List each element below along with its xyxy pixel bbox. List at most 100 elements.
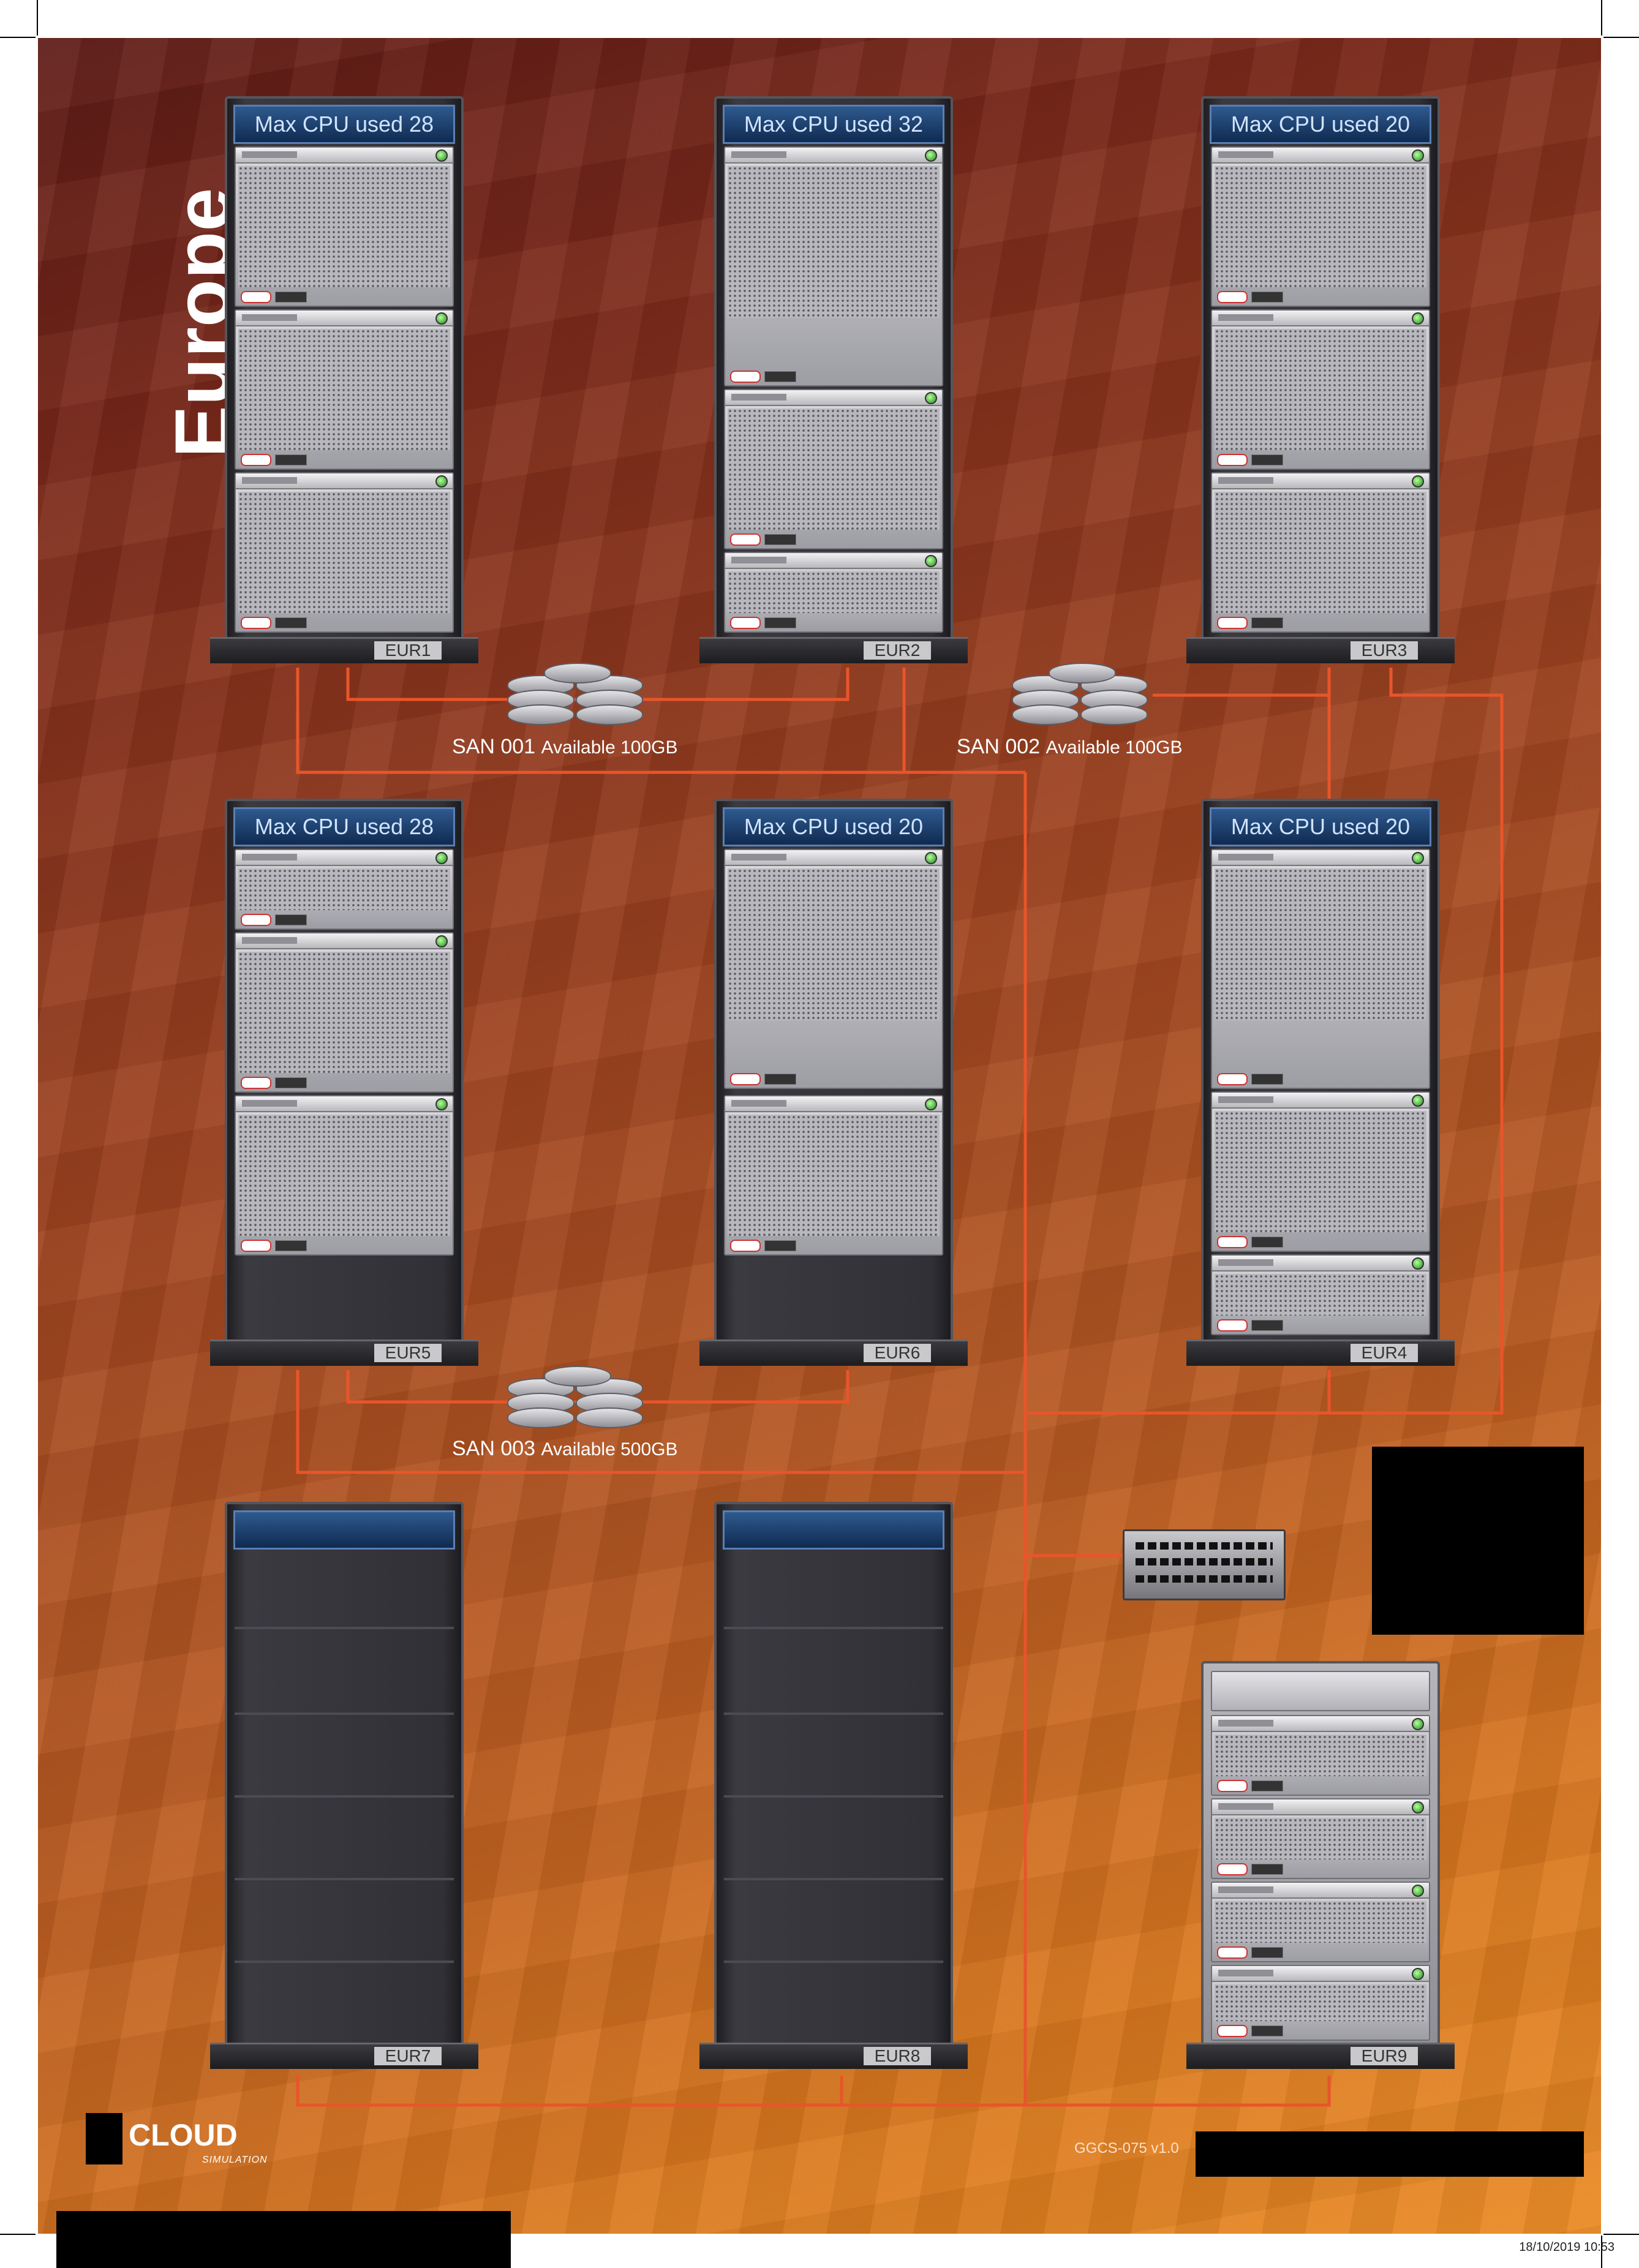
status-led-icon — [1412, 475, 1424, 488]
server-unit[interactable] — [235, 932, 454, 1093]
server-unit[interactable] — [235, 146, 454, 307]
server-unit[interactable] — [724, 146, 943, 386]
server-rack-eur1[interactable]: Max CPU used 28 EUR1 — [210, 96, 478, 663]
status-led-icon — [435, 1098, 448, 1110]
rack-label: EUR9 — [1351, 2047, 1418, 2065]
database-icon — [1080, 675, 1148, 736]
status-led-icon — [925, 555, 937, 567]
status-led-icon — [435, 149, 448, 162]
logo-word: CLOUD — [129, 2118, 238, 2152]
network-switch[interactable] — [1123, 1529, 1286, 1600]
crop-mark — [1603, 2234, 1639, 2235]
server-unit[interactable] — [1211, 1965, 1430, 2041]
san-name: SAN 002 — [957, 735, 1041, 758]
rack-label: EUR6 — [864, 1344, 931, 1362]
status-led-icon — [1412, 1718, 1424, 1730]
status-led-icon — [435, 312, 448, 325]
database-icon — [544, 663, 611, 724]
rack-cpu-banner: Max CPU used 32 — [723, 105, 944, 144]
status-led-icon — [1412, 1968, 1424, 1980]
server-unit[interactable] — [1211, 849, 1430, 1089]
status-led-icon — [1412, 312, 1424, 325]
san-label-002: SAN 002 Available 100GB — [957, 735, 1182, 759]
server-rack-eur8[interactable]: EUR8 — [699, 1502, 968, 2069]
server-unit[interactable] — [235, 309, 454, 470]
rack-label: EUR2 — [864, 641, 931, 660]
san-capacity: Available 100GB — [1046, 737, 1183, 758]
server-unit[interactable] — [724, 1095, 943, 1256]
document-code: GGCS-075 v1.0 — [1074, 2140, 1179, 2157]
server-unit[interactable] — [235, 849, 454, 930]
rack-cpu-banner: Max CPU used 20 — [1210, 105, 1431, 144]
rack-label: EUR3 — [1351, 641, 1418, 660]
server-unit[interactable] — [1211, 1671, 1430, 1711]
print-timestamp: 18/10/2019 10:53 — [1519, 2240, 1615, 2254]
status-led-icon — [925, 1098, 937, 1110]
logo-subtitle: SIMULATION — [202, 2155, 268, 2165]
status-led-icon — [435, 852, 448, 864]
san-label-003: SAN 003 Available 500GB — [452, 1437, 677, 1461]
status-led-icon — [1412, 852, 1424, 864]
rack-label: EUR1 — [374, 641, 442, 660]
san-name: SAN 003 — [452, 1437, 536, 1460]
server-rack-eur2[interactable]: Max CPU used 32 EUR2 — [699, 96, 968, 663]
server-unit[interactable] — [1211, 309, 1430, 470]
san-capacity: Available 100GB — [541, 737, 678, 758]
server-unit[interactable] — [235, 472, 454, 633]
status-led-icon — [435, 935, 448, 948]
server-unit[interactable] — [1211, 1091, 1430, 1252]
status-led-icon — [435, 475, 448, 488]
status-led-icon — [925, 392, 937, 404]
server-rack-eur7[interactable]: EUR7 — [210, 1502, 478, 2069]
crop-mark — [1603, 37, 1639, 38]
server-unit[interactable] — [235, 1095, 454, 1256]
logo-square-icon — [86, 2113, 122, 2164]
database-icon — [1049, 663, 1116, 724]
server-unit[interactable] — [1211, 146, 1430, 307]
server-unit[interactable] — [1211, 1715, 1430, 1796]
status-led-icon — [1412, 1094, 1424, 1107]
san-capacity: Available 500GB — [541, 1439, 678, 1460]
server-rack-eur3[interactable]: Max CPU used 20 EUR3 — [1186, 96, 1455, 663]
database-icon — [544, 1366, 611, 1427]
server-unit[interactable] — [1211, 1798, 1430, 1879]
crop-mark — [1601, 0, 1602, 36]
status-led-icon — [1412, 1257, 1424, 1270]
crop-mark — [0, 37, 36, 38]
network-wiring — [296, 668, 1504, 2107]
redacted-block — [1372, 1447, 1584, 1635]
crop-mark — [0, 2234, 36, 2235]
server-unit[interactable] — [724, 552, 943, 633]
rack-label: EUR5 — [374, 1344, 442, 1362]
rack-label: EUR7 — [374, 2047, 442, 2065]
rack-label: EUR8 — [864, 2047, 931, 2065]
rack-cpu-banner: Max CPU used 20 — [1210, 807, 1431, 846]
server-rack-eur5[interactable]: Max CPU used 28 EUR5 — [210, 799, 478, 1366]
server-rack-eur4[interactable]: Max CPU used 20 EUR4 — [1186, 799, 1455, 1366]
rack-label: EUR4 — [1351, 1344, 1418, 1362]
status-led-icon — [925, 149, 937, 162]
status-led-icon — [1412, 1801, 1424, 1814]
server-unit[interactable] — [1211, 472, 1430, 633]
status-led-icon — [925, 852, 937, 864]
rack-cpu-banner — [723, 1510, 944, 1550]
poster-board: Europe M — [38, 38, 1601, 2234]
server-unit[interactable] — [1211, 1254, 1430, 1335]
redacted-block — [1196, 2131, 1584, 2177]
server-rack-eur6[interactable]: Max CPU used 20 EUR6 — [699, 799, 968, 1366]
status-led-icon — [1412, 1885, 1424, 1897]
rack-cpu-banner: Max CPU used 28 — [233, 105, 455, 144]
status-led-icon — [1412, 149, 1424, 162]
server-unit[interactable] — [1211, 1882, 1430, 1962]
server-unit[interactable] — [724, 849, 943, 1089]
crop-mark — [37, 0, 38, 36]
server-unit[interactable] — [724, 389, 943, 549]
rack-cpu-banner: Max CPU used 28 — [233, 807, 455, 846]
san-label-001: SAN 001 Available 100GB — [452, 735, 677, 759]
san-name: SAN 001 — [452, 735, 536, 758]
redacted-block — [56, 2211, 511, 2268]
rack-cpu-banner — [233, 1510, 455, 1550]
server-rack-eur9[interactable]: EUR9 — [1186, 1661, 1455, 2069]
crop-mark — [1601, 2236, 1602, 2268]
rack-cpu-banner: Max CPU used 20 — [723, 807, 944, 846]
